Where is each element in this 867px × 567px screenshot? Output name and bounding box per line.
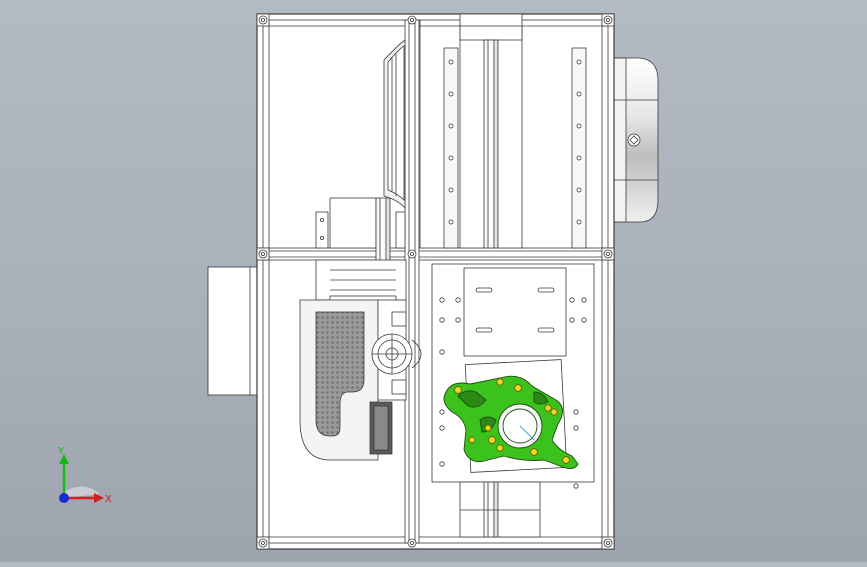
left-motor-box	[207, 266, 259, 396]
y-axis-arrow-icon	[59, 454, 69, 464]
triad-plane-shade	[64, 486, 100, 498]
gripper-assembly	[299, 299, 422, 461]
upper-linear-rails	[443, 13, 587, 249]
y-axis-label: Y	[57, 446, 65, 457]
view-orientation-triad[interactable]: Y X	[40, 440, 120, 520]
workpiece-part	[443, 375, 579, 469]
right-roller-housing	[611, 57, 659, 223]
x-axis-label: X	[105, 494, 112, 505]
z-axis-dot-icon	[59, 493, 69, 503]
x-axis-arrow-icon	[94, 493, 104, 503]
belt-pulley	[383, 20, 421, 248]
